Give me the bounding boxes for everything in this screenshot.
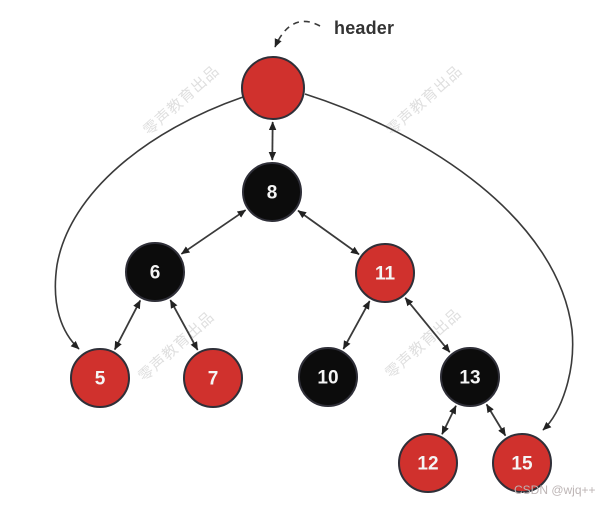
node-value-12: 12 — [417, 454, 438, 475]
node-value-7: 7 — [208, 369, 219, 390]
edge-n13-n15 — [485, 403, 507, 437]
tree-node-5: 5 — [70, 348, 130, 408]
node-circle-15 — [492, 433, 552, 493]
edge-n8-n11 — [297, 209, 360, 256]
node-circle-13 — [440, 347, 500, 407]
node-value-8: 8 — [267, 183, 278, 204]
node-value-10: 10 — [317, 368, 338, 389]
node-value-6: 6 — [150, 263, 161, 284]
tree-node-8: 8 — [242, 162, 302, 222]
edge-n13-n12 — [441, 405, 457, 435]
tree-node-15: 15 — [492, 433, 552, 493]
node-circle-10 — [298, 347, 358, 407]
node-value-15: 15 — [511, 454, 533, 475]
tree-node-7: 7 — [183, 348, 243, 408]
node-circle-6 — [125, 242, 185, 302]
tree-node-10: 10 — [298, 347, 358, 407]
node-circle-5 — [70, 348, 130, 408]
curved-link-header-to-leftmost — [54, 96, 244, 350]
tree-node-11: 11 — [355, 243, 415, 303]
tree-node-6: 6 — [125, 242, 185, 302]
node-value-11: 11 — [375, 264, 396, 285]
edge-n11-n13 — [404, 297, 451, 353]
edge-n6-n7 — [169, 299, 199, 351]
edge-n6-n5 — [113, 299, 142, 351]
node-circle-11 — [355, 243, 415, 303]
node-value-5: 5 — [95, 369, 106, 390]
edge-n8-n6 — [180, 209, 247, 255]
curved-link-header-to-rightmost — [304, 93, 574, 431]
edge-n11-n10 — [342, 300, 371, 350]
node-value-13: 13 — [459, 368, 480, 389]
tree-node-12: 12 — [398, 433, 458, 493]
node-circle-12 — [398, 433, 458, 493]
tree-node-header — [241, 56, 305, 120]
node-circle-8 — [242, 162, 302, 222]
tree-node-13: 13 — [440, 347, 500, 407]
node-circle-7 — [183, 348, 243, 408]
header-pointer-label: header — [334, 18, 395, 38]
node-circle-header — [241, 56, 305, 120]
header-pointer-dashed-arrow — [274, 20, 321, 48]
